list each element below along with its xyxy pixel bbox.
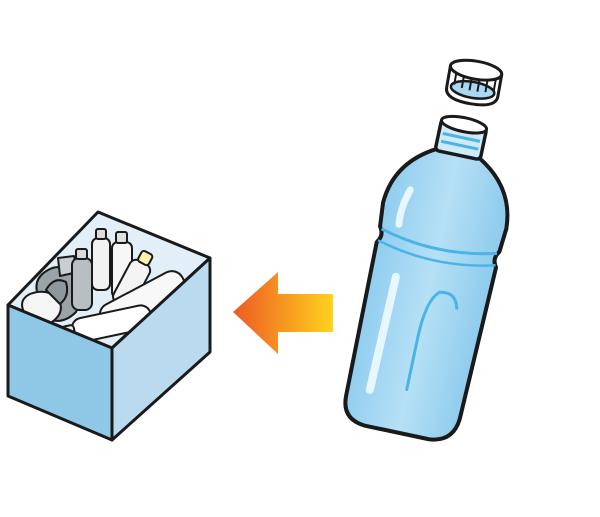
box-side (110, 256, 212, 442)
recycling-box-icon (6, 210, 212, 442)
left-arrow-icon (233, 272, 333, 354)
bottle-cap-icon (445, 58, 504, 107)
bottle-body (343, 119, 510, 442)
plastic-bottle-icon (343, 114, 510, 442)
